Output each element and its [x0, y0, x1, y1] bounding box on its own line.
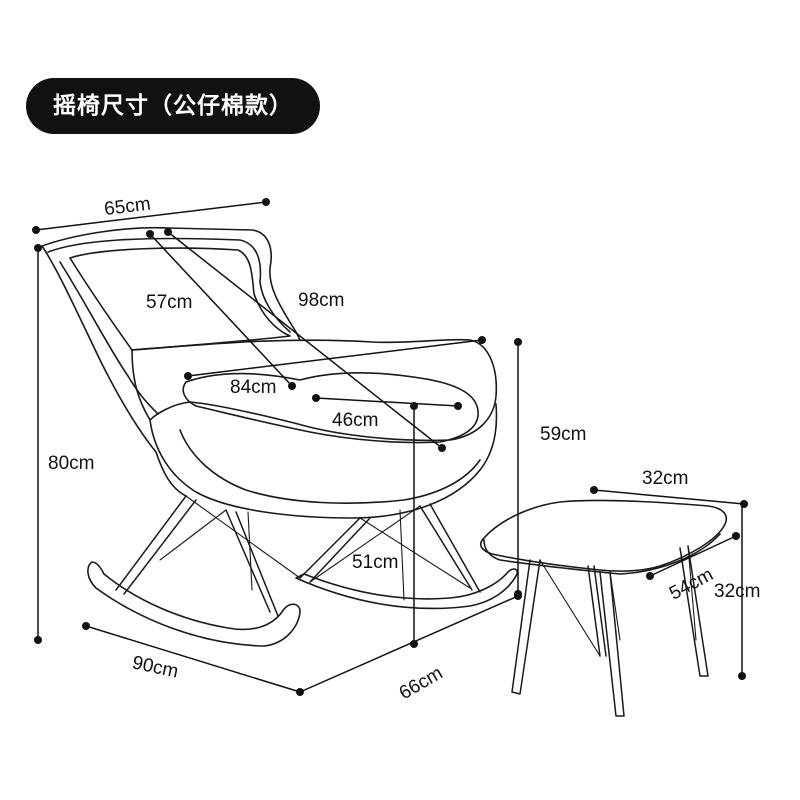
chair-lower-shell	[149, 403, 498, 519]
chair-seat-cushion	[182, 372, 479, 444]
label-stool-height: 32cm	[714, 581, 760, 602]
label-rocker-length: 90cm	[130, 652, 180, 682]
label-total-height: 80cm	[48, 453, 94, 474]
label-seat-depth: 46cm	[332, 410, 378, 431]
stool-cushion	[479, 499, 728, 572]
chair-rocker-right	[295, 568, 519, 610]
chair-leg-frame	[115, 495, 481, 617]
label-stool-width: 32cm	[642, 468, 688, 489]
chair-lower-shell-inner	[179, 429, 481, 504]
label-seat-height: 51cm	[352, 552, 398, 573]
title-badge: 摇椅尺寸（公仔棉款）	[26, 78, 320, 134]
dimension-lines	[32, 198, 748, 696]
chair-rocker-left	[87, 561, 301, 647]
footstool-drawing	[479, 499, 728, 717]
chair-back-cushion	[69, 247, 291, 351]
label-base-depth: 66cm	[396, 663, 447, 704]
label-armrest-width: 84cm	[230, 377, 276, 398]
label-armrest-height: 59cm	[540, 424, 586, 445]
stool-cushion-side	[483, 533, 721, 575]
label-diagonal-depth: 98cm	[298, 290, 344, 311]
chair-arm-pillow	[131, 338, 498, 442]
label-back-height: 57cm	[146, 292, 192, 313]
stool-legs	[511, 545, 709, 717]
chair-back-shell	[41, 226, 301, 497]
chair-back-inner	[47, 237, 291, 415]
rocking-chair-drawing	[41, 226, 519, 647]
